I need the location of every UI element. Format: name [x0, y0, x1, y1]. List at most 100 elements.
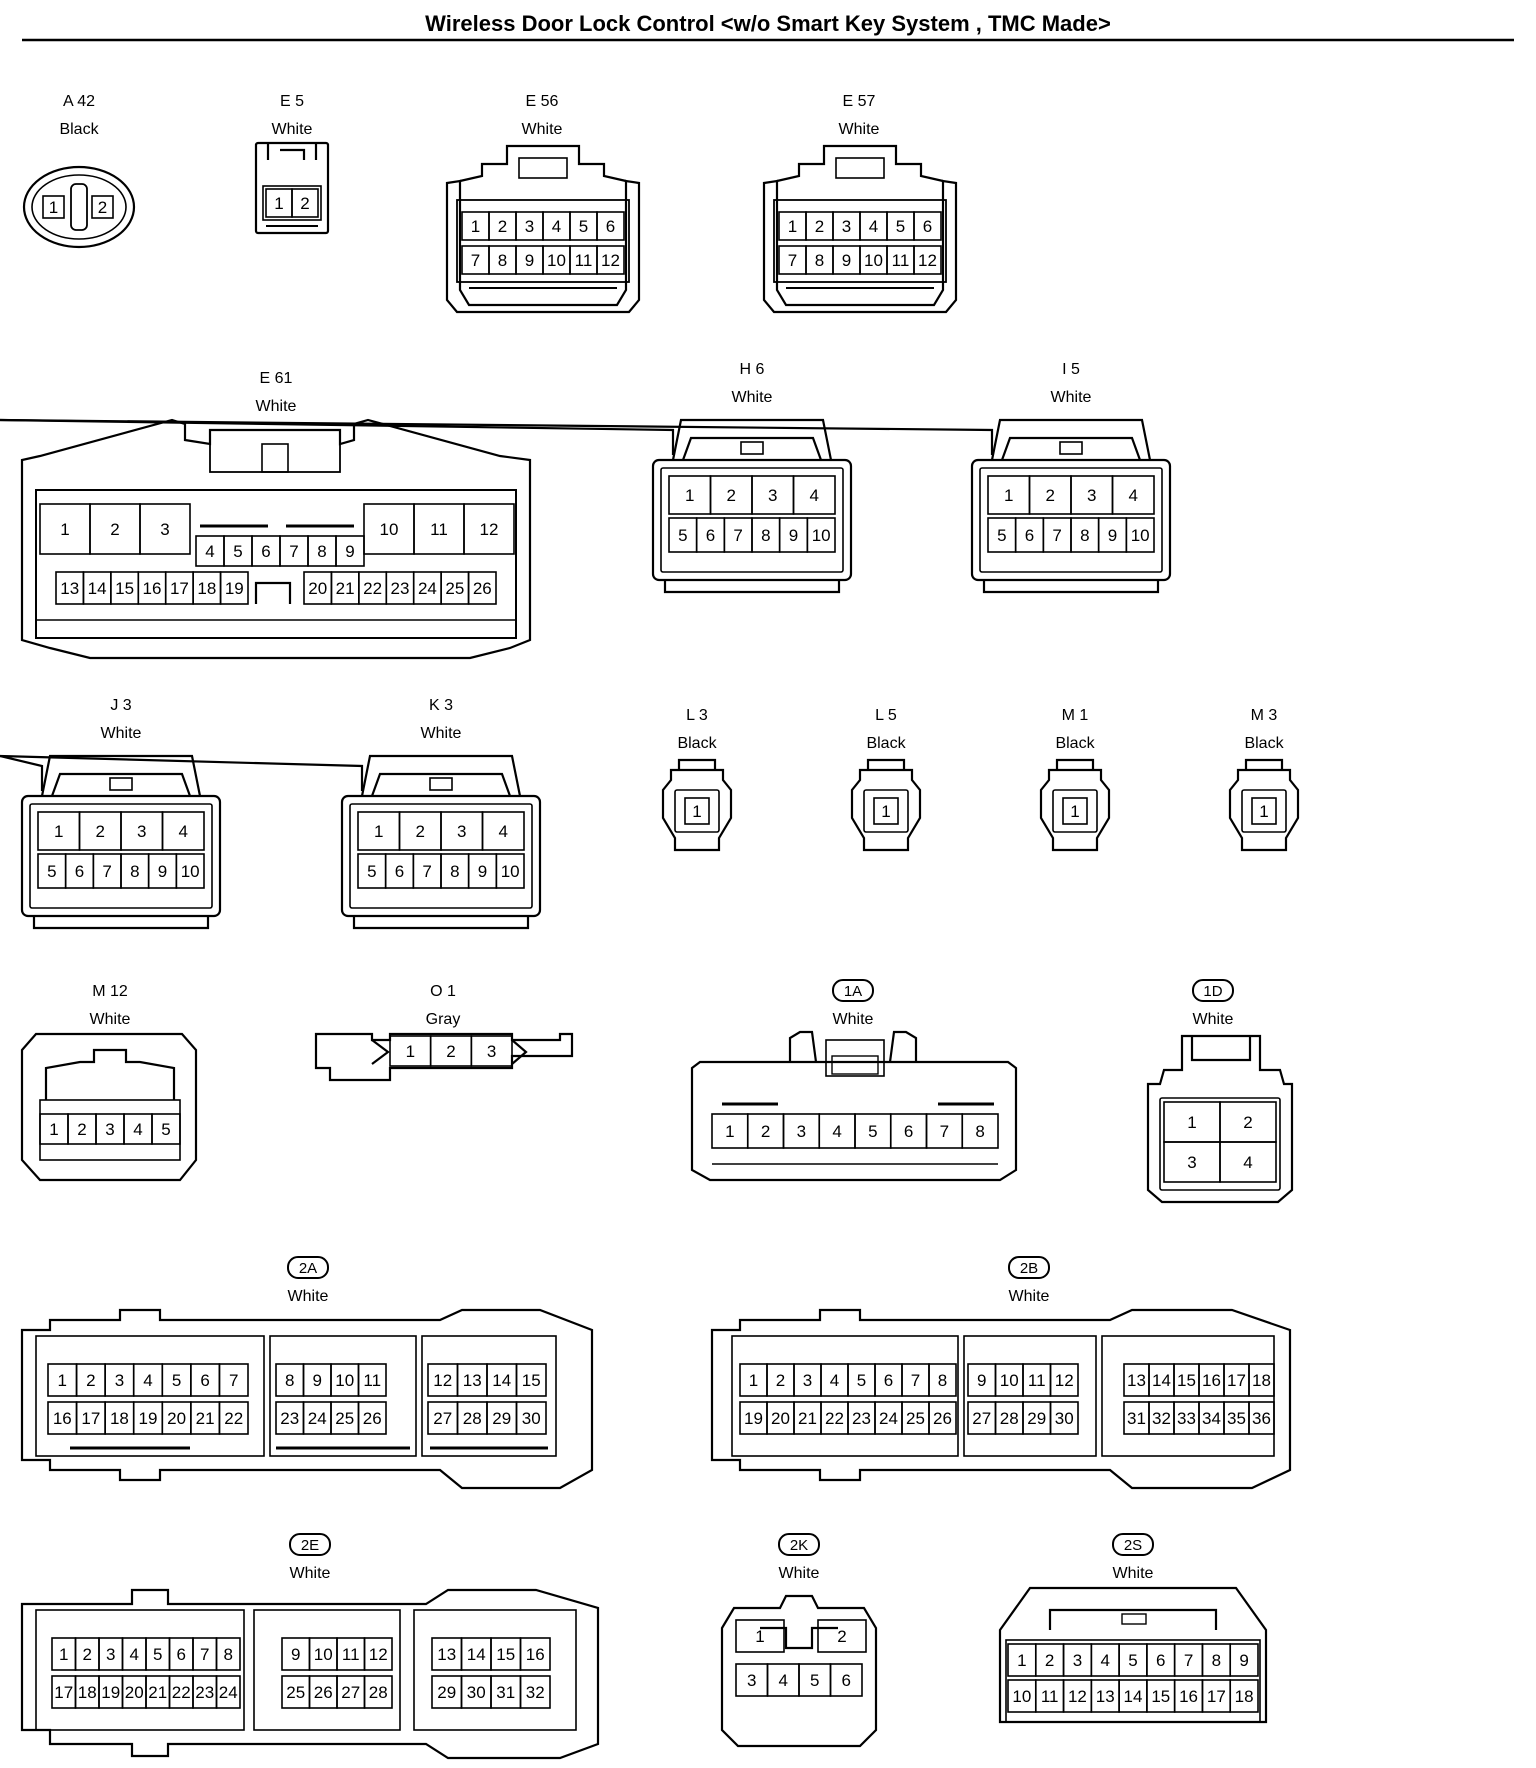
connector-code: O 1	[430, 983, 456, 1000]
pin-number: 10	[380, 520, 399, 539]
housing-outline	[421, 1335, 557, 1457]
pin-number: 18	[78, 1683, 97, 1702]
pin-number: 3	[457, 822, 466, 841]
pin-cell	[1248, 1363, 1275, 1397]
housing-outline	[349, 803, 533, 909]
housing-outline	[266, 143, 318, 160]
connector-color: White	[839, 121, 880, 138]
pin-number: 18	[110, 1409, 129, 1428]
pin-number: 6	[1156, 1651, 1165, 1670]
housing-outline	[35, 1335, 265, 1457]
pin-cell	[1062, 797, 1088, 825]
connector-code-badge	[1192, 979, 1234, 1002]
pin-number: 1	[755, 1627, 764, 1646]
pin-number: 5	[868, 1122, 877, 1141]
pin-number: 10	[1131, 526, 1150, 545]
housing-outline	[262, 185, 322, 221]
housing-outline	[660, 467, 844, 573]
pin-number: 1	[274, 194, 283, 213]
pin-number: 11	[1041, 1687, 1059, 1706]
pin-number: 3	[842, 217, 851, 236]
pin-cell	[1049, 1401, 1079, 1435]
pin-cell	[519, 1675, 551, 1709]
pin-number: 5	[47, 862, 56, 881]
pin-number: 4	[133, 1120, 142, 1139]
pin-number: 30	[522, 1409, 541, 1428]
pin-number: 12	[369, 1645, 388, 1664]
pin-number: 8	[1080, 526, 1089, 545]
pin-number: 6	[606, 217, 615, 236]
pin-number: 14	[1152, 1371, 1171, 1390]
pin-number: 4	[499, 822, 508, 841]
pin-number: 7	[1184, 1651, 1193, 1670]
pin-number: 2	[110, 520, 119, 539]
pin-cell	[806, 517, 836, 553]
housing-outline	[109, 777, 133, 791]
pin-number: 5	[172, 1371, 181, 1390]
pin-number: 7	[471, 251, 480, 270]
pin-number: 3	[1073, 1651, 1082, 1670]
connector-color: White	[288, 1288, 329, 1305]
housing-outline	[773, 199, 947, 283]
pin-number: 1	[1259, 802, 1268, 821]
pin-number: 17	[1207, 1687, 1226, 1706]
pin-number: 18	[197, 579, 216, 598]
pin-number: 23	[195, 1683, 214, 1702]
connector-code: 2A	[299, 1260, 317, 1277]
pin-number: 4	[1129, 486, 1138, 505]
pin-number: 9	[977, 1371, 986, 1390]
pin-number: 17	[81, 1409, 100, 1428]
connector-code-badge	[832, 979, 874, 1002]
pin-number: 8	[317, 542, 326, 561]
pin-number: 1	[725, 1122, 734, 1141]
connector-color: Black	[1055, 735, 1095, 752]
pin-number: 11	[430, 520, 448, 539]
pin-number: 6	[904, 1122, 913, 1141]
pin-number: 9	[842, 251, 851, 270]
pin-number: 4	[130, 1645, 139, 1664]
housing-outline	[1048, 1608, 1218, 1630]
pin-number: 27	[433, 1409, 452, 1428]
pin-number: 1	[881, 802, 890, 821]
pin-number: 11	[342, 1645, 360, 1664]
pin-cell	[91, 195, 114, 219]
pin-number: 5	[810, 1671, 819, 1690]
pin-number: 2	[1243, 1113, 1252, 1132]
pin-number: 34	[1202, 1409, 1221, 1428]
pin-number: 4	[832, 1122, 841, 1141]
housing-outline	[740, 441, 764, 455]
connector-code: M 3	[1251, 707, 1278, 724]
pin-cell	[219, 571, 249, 605]
pin-number: 31	[1127, 1409, 1146, 1428]
connector-code: M 1	[1062, 707, 1089, 724]
pin-number: 7	[289, 542, 298, 561]
pin-number: 14	[492, 1371, 511, 1390]
connector-code: 2E	[301, 1537, 319, 1554]
housing-outline	[963, 1335, 1097, 1457]
pin-number: 25	[335, 1409, 354, 1428]
pin-number: 2	[837, 1627, 846, 1646]
pin-number: 23	[280, 1409, 299, 1428]
housing-outline	[352, 916, 530, 930]
pin-number: 26	[363, 1409, 382, 1428]
housing-outline	[371, 1039, 528, 1065]
pin-number: 26	[473, 579, 492, 598]
housing-outline	[651, 458, 853, 582]
housing-outline	[70, 183, 88, 231]
pin-number: 7	[940, 1122, 949, 1141]
pin-cell	[463, 503, 515, 555]
pin-number: 15	[1177, 1371, 1196, 1390]
pin-number: 9	[313, 1371, 322, 1390]
housing-outline	[35, 1609, 245, 1731]
pin-number: 7	[422, 862, 431, 881]
housing-outline	[20, 1588, 600, 1760]
pin-number: 1	[471, 217, 480, 236]
pin-number: 10	[501, 862, 520, 881]
